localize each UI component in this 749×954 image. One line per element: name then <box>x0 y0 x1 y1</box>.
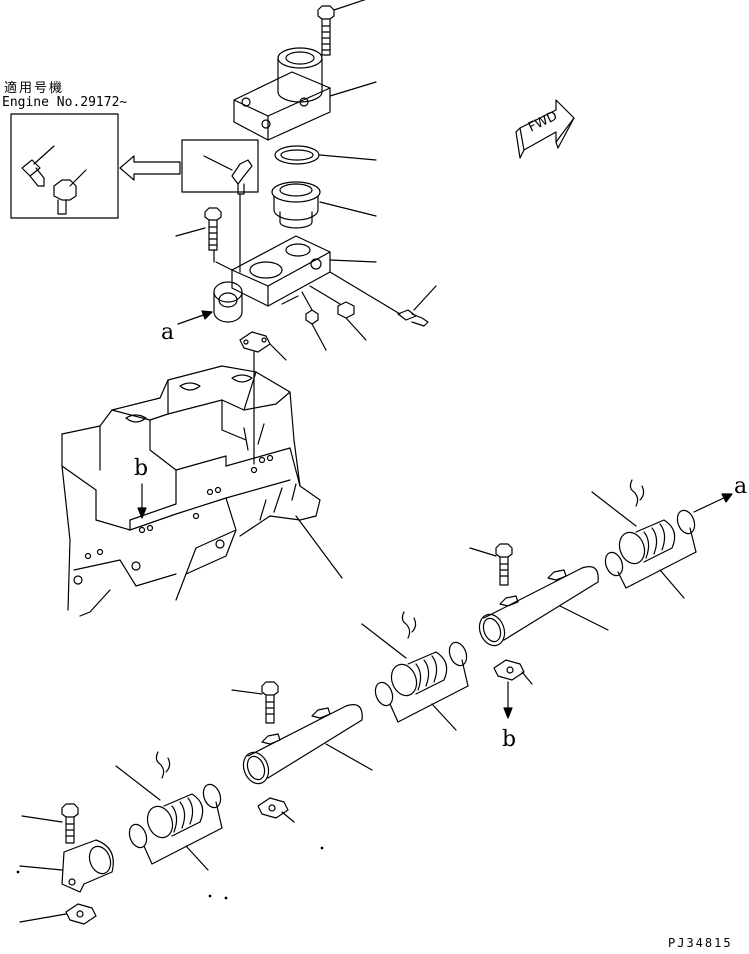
speck-marks <box>16 846 324 900</box>
arrow-a-housing <box>177 310 213 325</box>
fwd-marker <box>515 99 575 159</box>
arrow-b-connection <box>503 681 513 719</box>
sleeve-right <box>618 519 676 565</box>
reference-arrow <box>119 155 181 181</box>
applicability-title: 適用号機 <box>4 81 65 96</box>
original-fitting-box <box>181 139 259 273</box>
callout-b-connection: b <box>502 727 517 752</box>
plug-fitting <box>301 291 327 351</box>
o-ring-right-outer <box>676 509 697 553</box>
gasket <box>274 145 377 165</box>
callout-a-housing: a <box>161 320 175 345</box>
seal-mark-left <box>115 751 171 801</box>
water-pipe-left <box>242 704 373 785</box>
o-ring-left-outer <box>202 783 223 829</box>
water-pipe-right <box>478 566 609 647</box>
bolt-top <box>317 0 366 56</box>
applicability-box <box>10 113 119 219</box>
callout-b-head: b <box>134 456 149 481</box>
sleeve-middle <box>390 651 448 697</box>
seal-mark-right <box>591 479 645 527</box>
bolt-housing <box>175 207 222 251</box>
temperature-sensor <box>329 271 437 327</box>
sleeve-left <box>146 793 204 839</box>
gasket-end <box>19 903 97 925</box>
arrow-a-connection <box>693 493 733 513</box>
thermostat <box>271 181 377 229</box>
gasket-right-pipe <box>493 659 533 685</box>
arrow-b-head <box>137 483 147 519</box>
engine-number: Engine No.29172~ <box>2 95 128 110</box>
gasket-left-pipe <box>257 797 295 823</box>
bolt-right-pipe <box>469 543 513 586</box>
callout-a-connection: a <box>734 474 748 499</box>
o-ring-right-inner <box>604 551 697 599</box>
thermostat-housing <box>213 235 377 323</box>
o-ring-left-inner <box>128 823 223 871</box>
o-ring-middle-outer <box>448 641 469 687</box>
o-ring-middle-inner <box>374 681 469 731</box>
adapter-fitting <box>309 285 367 341</box>
drawing-number: PJ34815 <box>668 936 733 950</box>
cylinder-head <box>61 365 343 617</box>
bolt-left-pipe <box>231 681 279 724</box>
seal-mark-middle <box>361 611 417 659</box>
end-elbow <box>19 839 114 893</box>
bolt-elbow <box>21 803 79 844</box>
thermostat-cover <box>233 47 377 141</box>
